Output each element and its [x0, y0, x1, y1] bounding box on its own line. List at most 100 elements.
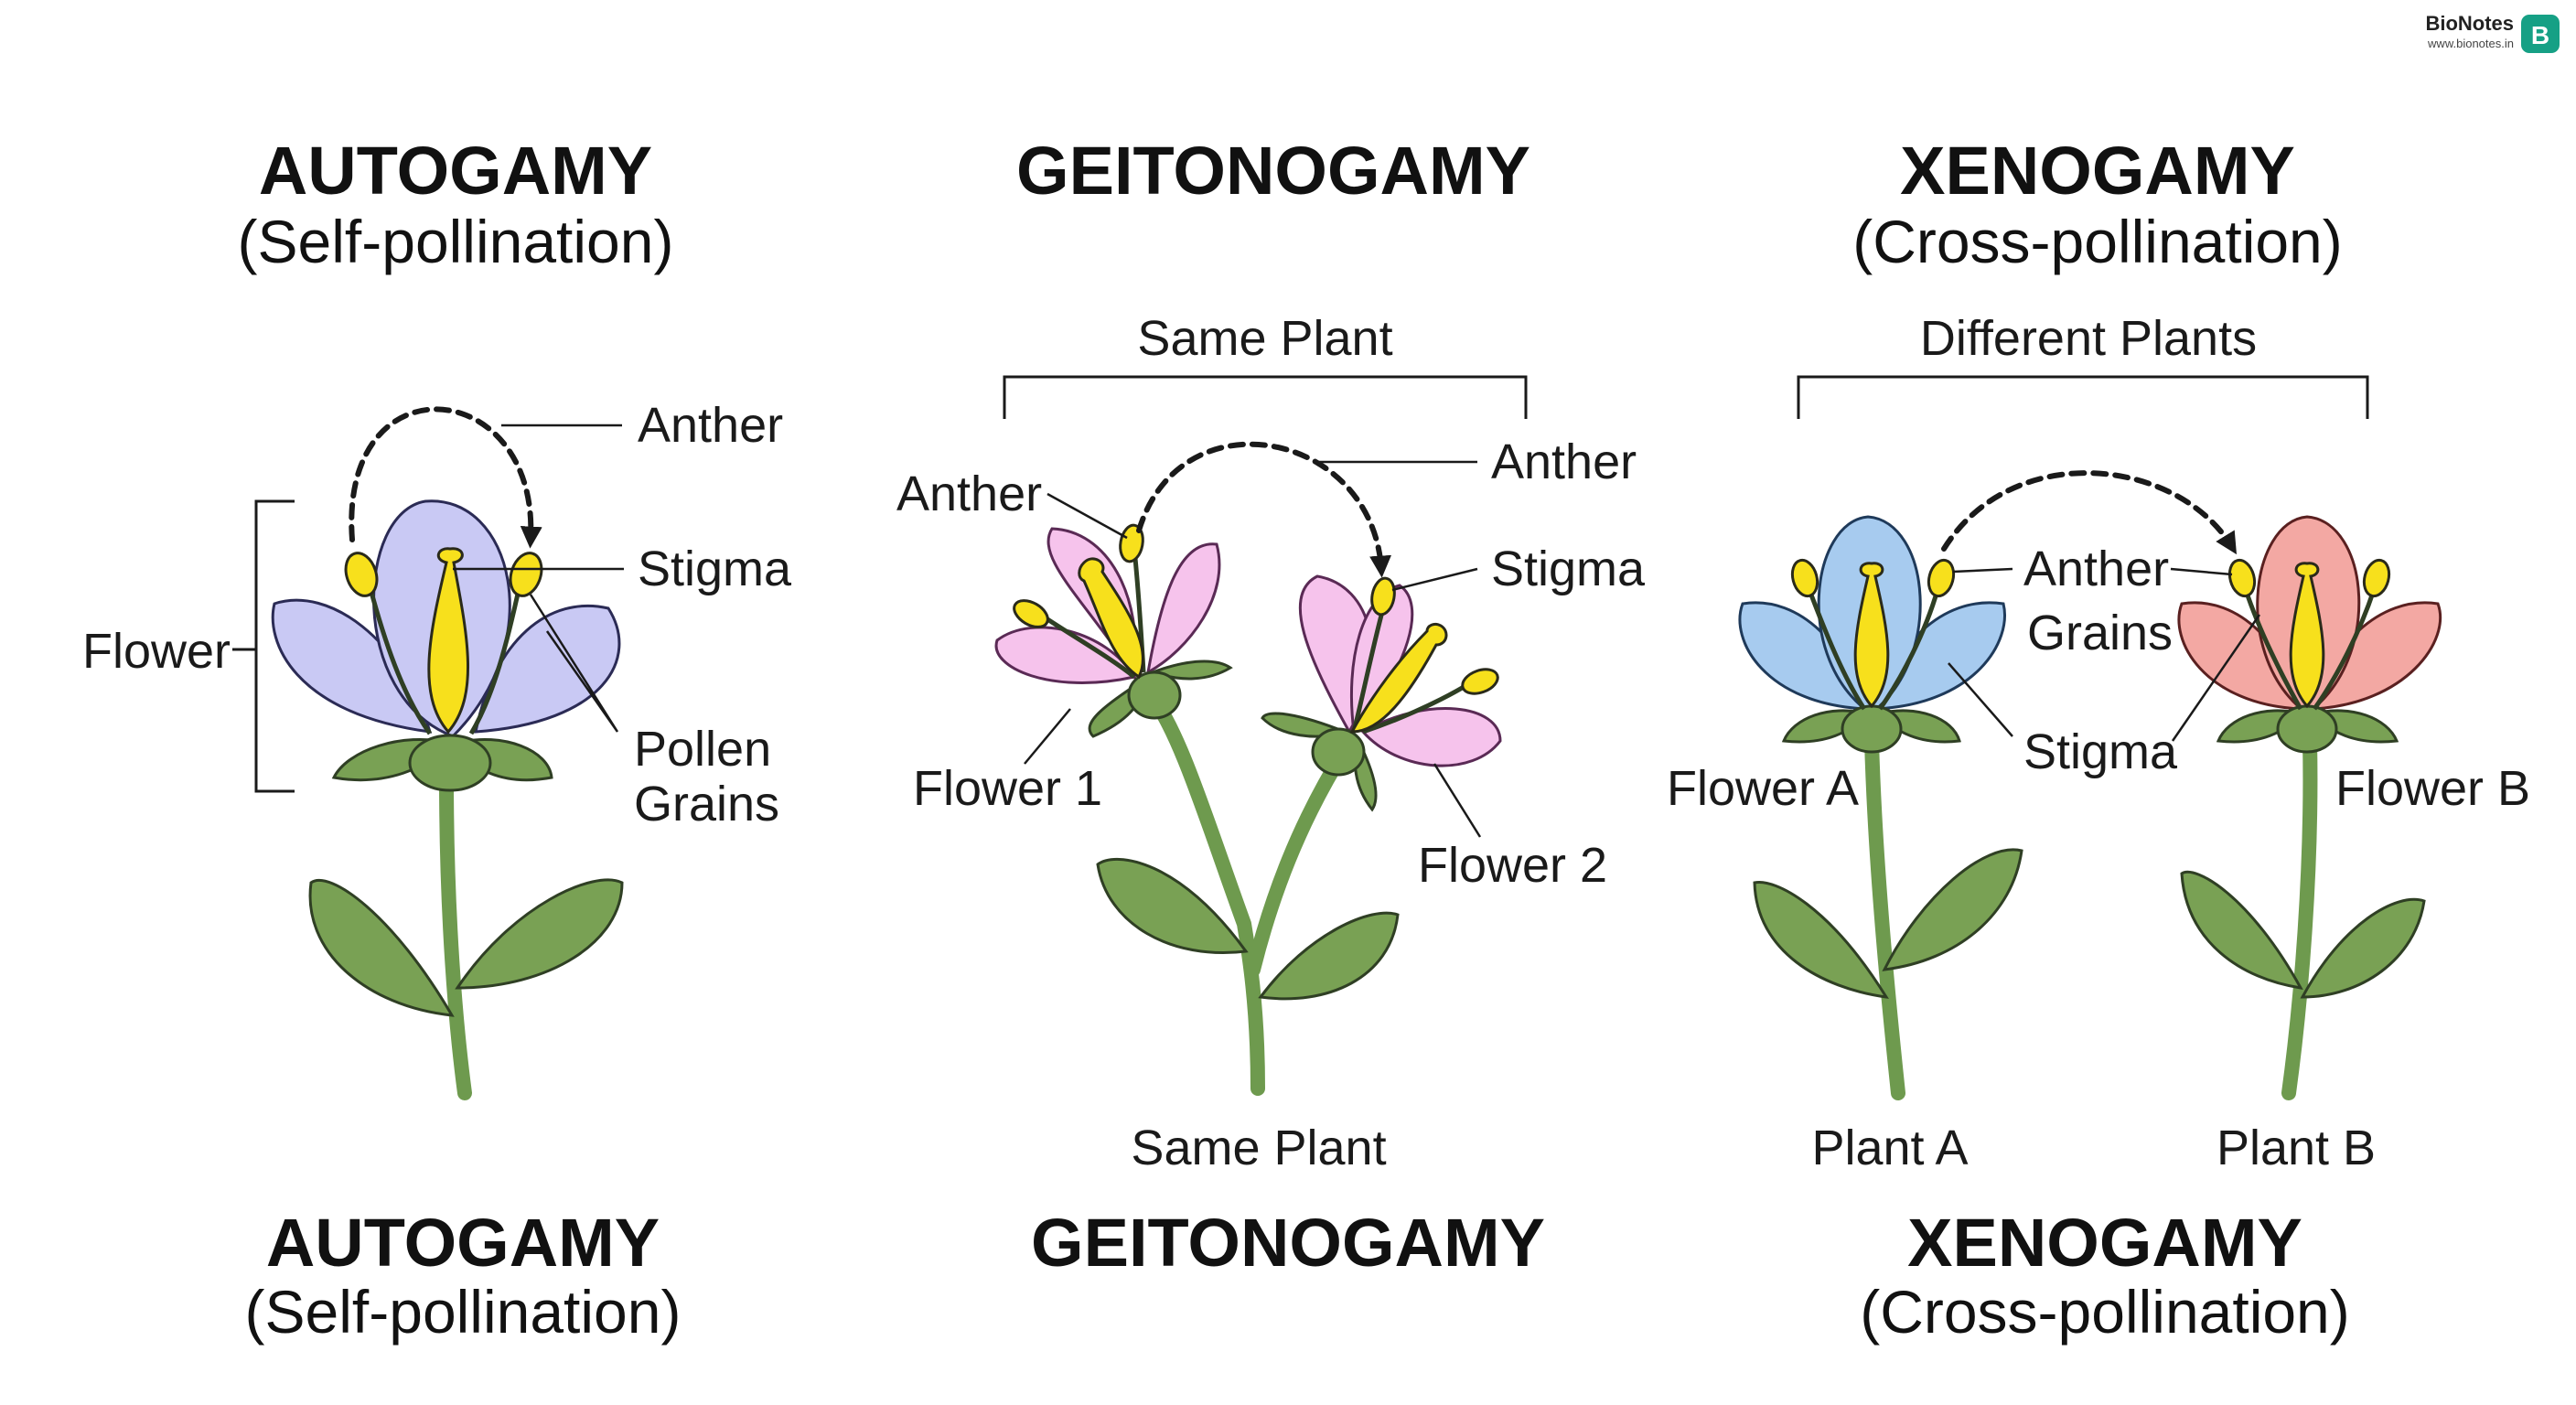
- xenogamy-flower-a-anther-right: [1927, 558, 1956, 598]
- geitonogamy-stigma-leader: [1391, 567, 1478, 592]
- geitonogamy-flower-2-anther-1: [1370, 576, 1396, 617]
- xenogamy-stigma-leader-right: [2171, 614, 2261, 742]
- xenogamy-stigma-label: Stigma: [2023, 724, 2178, 779]
- geitonogamy-flower-2-pistil: [1349, 622, 1448, 734]
- xenogamy-subtitle: (Cross-pollination): [1852, 208, 2343, 275]
- xenogamy-plant-a-label: Plant A: [1811, 1121, 1968, 1175]
- autogamy-pollen-label-1: Pollen: [634, 722, 771, 777]
- brand-logo-badge: [2521, 15, 2560, 53]
- xenogamy-flower-b-anther-right: [2362, 558, 2391, 598]
- brand-logo-letter: B: [2531, 21, 2549, 49]
- geitonogamy-flower-1: [994, 523, 1233, 738]
- geitonogamy-flower-2-leader: [1433, 763, 1482, 838]
- xenogamy-bracket-label: Different Plants: [1920, 311, 2257, 366]
- autogamy-stigma-label: Stigma: [638, 542, 792, 596]
- geitonogamy-leaf-right: [1258, 911, 1400, 1001]
- xenogamy-anther-leader-left: [1952, 567, 2013, 574]
- geitonogamy-flower-2: [1261, 574, 1502, 812]
- geitonogamy-stem-right: [1246, 743, 1352, 977]
- xenogamy-flower-a-receptacle: [1841, 704, 1903, 754]
- autogamy-pollen-arrow: [349, 406, 542, 549]
- autogamy-subtitle: (Self-pollination): [238, 208, 674, 275]
- geitonogamy-anther-left-label: Anther: [896, 467, 1042, 521]
- autogamy-panel: AUTOGAMY (Self-pollination) Anther S: [82, 133, 792, 1346]
- geitonogamy-flower-2-anther-2: [1461, 668, 1499, 695]
- autogamy-title: AUTOGAMY: [259, 133, 652, 209]
- xenogamy-flower-a-anther-left: [1790, 558, 1819, 598]
- autogamy-filament-right: [468, 585, 522, 735]
- brand-logo: BioNotes www.bionotes.in B: [2425, 12, 2560, 53]
- geitonogamy-leaf-left: [1096, 858, 1249, 954]
- xenogamy-plant-a-leaf-right: [1882, 848, 2023, 971]
- xenogamy-plant-b-leaf-right: [2300, 897, 2426, 999]
- geitonogamy-anther-right-label: Anther: [1491, 434, 1637, 489]
- geitonogamy-flower-2-filament-2: [1362, 679, 1475, 735]
- geitonogamy-flower-1-petal-3: [1145, 542, 1221, 675]
- brand-url: www.bionotes.in: [2427, 37, 2514, 50]
- xenogamy-title: XENOGAMY: [1900, 133, 2295, 209]
- xenogamy-flower-b-label: Flower B: [2335, 761, 2530, 816]
- xenogamy-plant-a: [1738, 515, 2023, 1100]
- xenogamy-footer-title: XENOGAMY: [1907, 1205, 2302, 1281]
- xenogamy-flower-a-label: Flower A: [1667, 761, 1859, 816]
- geitonogamy-flower-2-label: Flower 2: [1418, 838, 1607, 893]
- xenogamy-pollen-arrow: [1941, 470, 2238, 555]
- geitonogamy-flower-1-pistil: [1078, 557, 1144, 680]
- geitonogamy-stem-left: [1143, 688, 1265, 1096]
- geitonogamy-stigma-label: Stigma: [1491, 542, 1646, 596]
- geitonogamy-title: GEITONOGAMY: [1016, 133, 1530, 209]
- geitonogamy-bracket-label: Same Plant: [1137, 311, 1392, 366]
- autogamy-anther-left: [344, 552, 379, 597]
- autogamy-pollen-label-2: Grains: [634, 777, 779, 831]
- xenogamy-flower-b-filament-right: [2312, 589, 2377, 711]
- xenogamy-footer-subtitle: (Cross-pollination): [1860, 1278, 2350, 1346]
- geitonogamy-same-plant-bracket: [1003, 375, 1528, 419]
- autogamy-receptacle: [408, 734, 492, 792]
- xenogamy-plant-b-stem: [2281, 734, 2318, 1100]
- geitonogamy-footer-title: GEITONOGAMY: [1031, 1205, 1545, 1281]
- autogamy-filament-left: [367, 585, 433, 735]
- geitonogamy-pollen-arrow: [1136, 441, 1392, 578]
- xenogamy-flower-b-pistil: [2289, 562, 2325, 709]
- brand-name: BioNotes: [2425, 12, 2514, 35]
- geitonogamy-flower-1-leader: [1024, 708, 1071, 765]
- autogamy-leaf-left: [308, 878, 455, 1017]
- xenogamy-flower-a-filament-right: [1877, 589, 1940, 711]
- geitonogamy-flower-2-receptacle: [1311, 727, 1366, 777]
- geitonogamy-flower-1-anther-1: [1013, 599, 1049, 628]
- geitonogamy-flower-1-label: Flower 1: [913, 761, 1102, 816]
- geitonogamy-flower-1-filament-1: [1043, 615, 1136, 679]
- geitonogamy-flower-1-petal-1: [994, 626, 1137, 684]
- xenogamy-flower-b-filament-left: [2243, 589, 2303, 711]
- geitonogamy-flower-1-anther-2: [1119, 523, 1144, 563]
- geitonogamy-flower-1-receptacle: [1127, 670, 1182, 720]
- autogamy-leaf-right: [455, 878, 624, 990]
- xenogamy-flower-b-receptacle: [2276, 704, 2338, 754]
- geitonogamy-flower-1-sepal-2: [1148, 660, 1233, 681]
- autogamy-stem: [439, 770, 472, 1100]
- autogamy-pollen-leader: [529, 594, 619, 733]
- xenogamy-plant-b-label: Plant B: [2216, 1121, 2376, 1175]
- xenogamy-anther-leader-right: [2170, 567, 2233, 576]
- autogamy-flower: [271, 499, 621, 792]
- xenogamy-flower-a-pistil: [1853, 562, 1890, 709]
- xenogamy-plant-b: [2177, 515, 2442, 1100]
- autogamy-anther-right: [509, 552, 543, 597]
- autogamy-plant: [308, 770, 624, 1100]
- xenogamy-flower-b-anther-left: [2227, 558, 2257, 598]
- geitonogamy-plant-label: Same Plant: [1131, 1121, 1386, 1175]
- autogamy-flower-label: Flower: [82, 624, 231, 679]
- xenogamy-panel: XENOGAMY (Cross-pollination) Different P…: [1667, 133, 2530, 1346]
- xenogamy-different-plants-bracket: [1797, 375, 2369, 419]
- geitonogamy-anther-left-leader: [1046, 492, 1128, 540]
- xenogamy-plant-a-leaf-left: [1753, 880, 1889, 999]
- xenogamy-grains-label: Grains: [2027, 606, 2173, 660]
- autogamy-pistil: [427, 547, 470, 735]
- xenogamy-stigma-leader-left: [1948, 662, 2013, 737]
- xenogamy-plant-a-stem: [1864, 734, 1905, 1100]
- xenogamy-flower-a-filament-left: [1807, 589, 1867, 711]
- geitonogamy-flower-2-filament-1: [1351, 607, 1386, 733]
- xenogamy-anther-label: Anther: [2023, 542, 2169, 596]
- autogamy-flower-bracket: [232, 499, 295, 793]
